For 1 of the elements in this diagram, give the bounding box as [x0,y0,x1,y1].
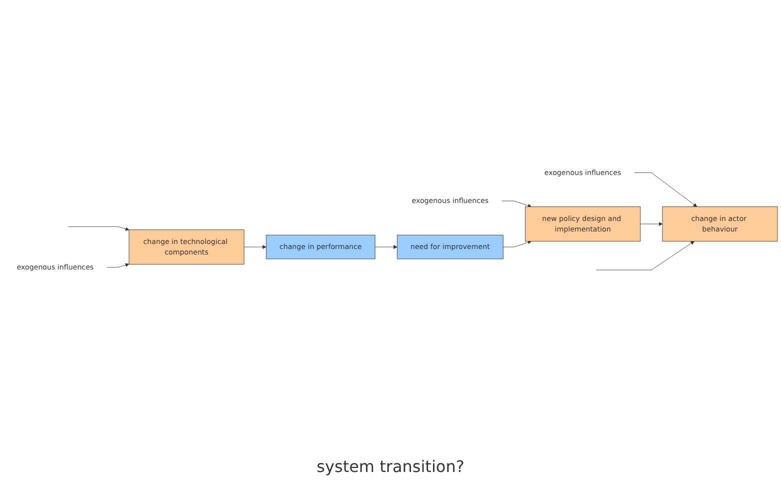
note-text: system transition? [316,457,466,476]
